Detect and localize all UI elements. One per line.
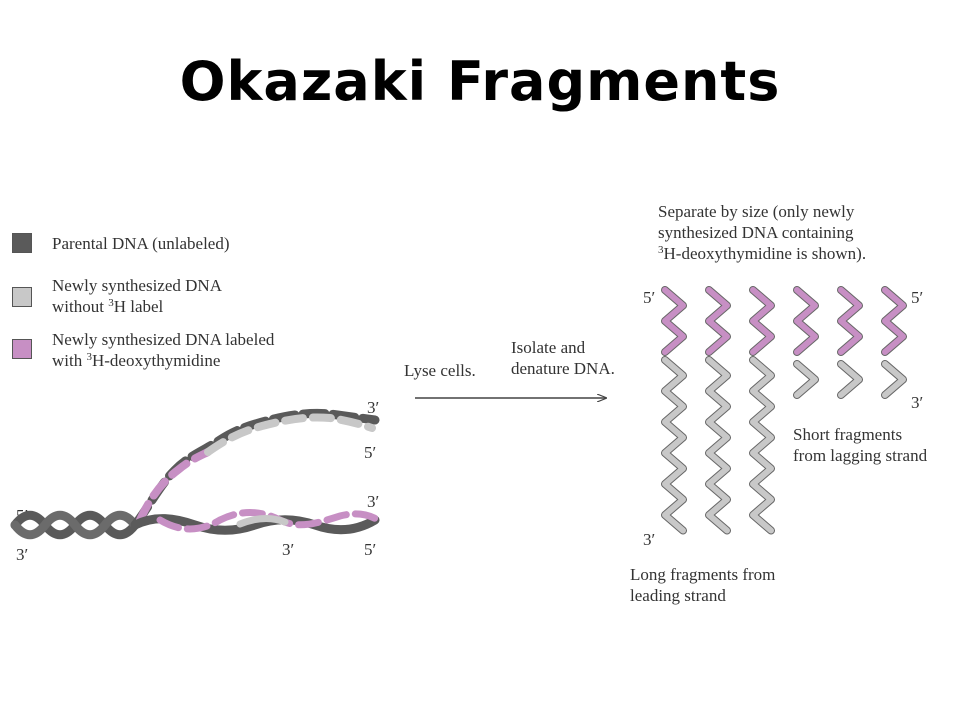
parental-duplex-strand-b bbox=[10, 510, 140, 540]
legend-swatch-parental bbox=[12, 233, 32, 253]
long-fragment-2-labeled bbox=[706, 287, 730, 355]
upper-arm-new-unlabeled bbox=[204, 413, 376, 456]
fork-bottom-3prime: 3′ bbox=[282, 540, 295, 559]
long-fragments-3prime: 3′ bbox=[643, 530, 656, 549]
legend-label-parental: Parental DNA (unlabeled) bbox=[52, 234, 230, 253]
legend-swatch-labeled bbox=[12, 339, 32, 359]
short-fragment-1-grey bbox=[794, 361, 818, 398]
fork-bottom-strand-3prime: 3′ bbox=[367, 492, 380, 511]
long-fragment-1-labeled bbox=[662, 287, 686, 355]
fragments-left-5prime: 5′ bbox=[643, 288, 656, 307]
long-fragment-3-grey bbox=[750, 357, 774, 534]
fork-left-3prime: 3′ bbox=[16, 545, 29, 564]
short-fragment-3-grey bbox=[882, 361, 906, 398]
short-fragment-2-grey bbox=[838, 361, 862, 398]
short-fragments-3prime: 3′ bbox=[911, 393, 924, 412]
long-fragments-label: Long fragments from leading strand bbox=[630, 565, 776, 605]
legend-swatch-unlabeled bbox=[12, 287, 32, 307]
replication-fork bbox=[10, 408, 382, 540]
step-isolate-denature: Isolate and denature DNA. bbox=[511, 338, 615, 378]
short-fragment-2-labeled bbox=[838, 287, 862, 355]
legend-label-unlabeled: Newly synthesized DNA without 3H label bbox=[52, 276, 222, 316]
short-fragment-3-labeled bbox=[882, 287, 906, 355]
long-fragment-3-labeled bbox=[750, 287, 774, 355]
upper-arm-new-labeled bbox=[136, 448, 212, 524]
short-fragments-label: Short fragments from lagging strand bbox=[793, 425, 928, 465]
page-title: Okazaki Fragments bbox=[179, 50, 781, 113]
fork-top-strand-5prime: 5′ bbox=[364, 443, 377, 462]
step-lyse-cells: Lyse cells. bbox=[404, 361, 476, 380]
separate-by-size-note: Separate by size (only newly synthesized… bbox=[658, 202, 867, 263]
fragments-right-5prime: 5′ bbox=[911, 288, 924, 307]
long-fragment-2-grey bbox=[706, 357, 730, 534]
lower-arm-new-unlabeled bbox=[236, 514, 289, 528]
lower-arm-parental bbox=[130, 514, 380, 535]
short-fragment-1-labeled bbox=[794, 287, 818, 355]
legend-label-labeled: Newly synthesized DNA labeled with 3H-de… bbox=[52, 330, 275, 370]
fork-bottom-5prime: 5′ bbox=[364, 540, 377, 559]
separated-fragments bbox=[661, 286, 907, 535]
fork-top-strand-3prime: 3′ bbox=[367, 398, 380, 417]
long-fragment-1-grey bbox=[662, 357, 686, 534]
